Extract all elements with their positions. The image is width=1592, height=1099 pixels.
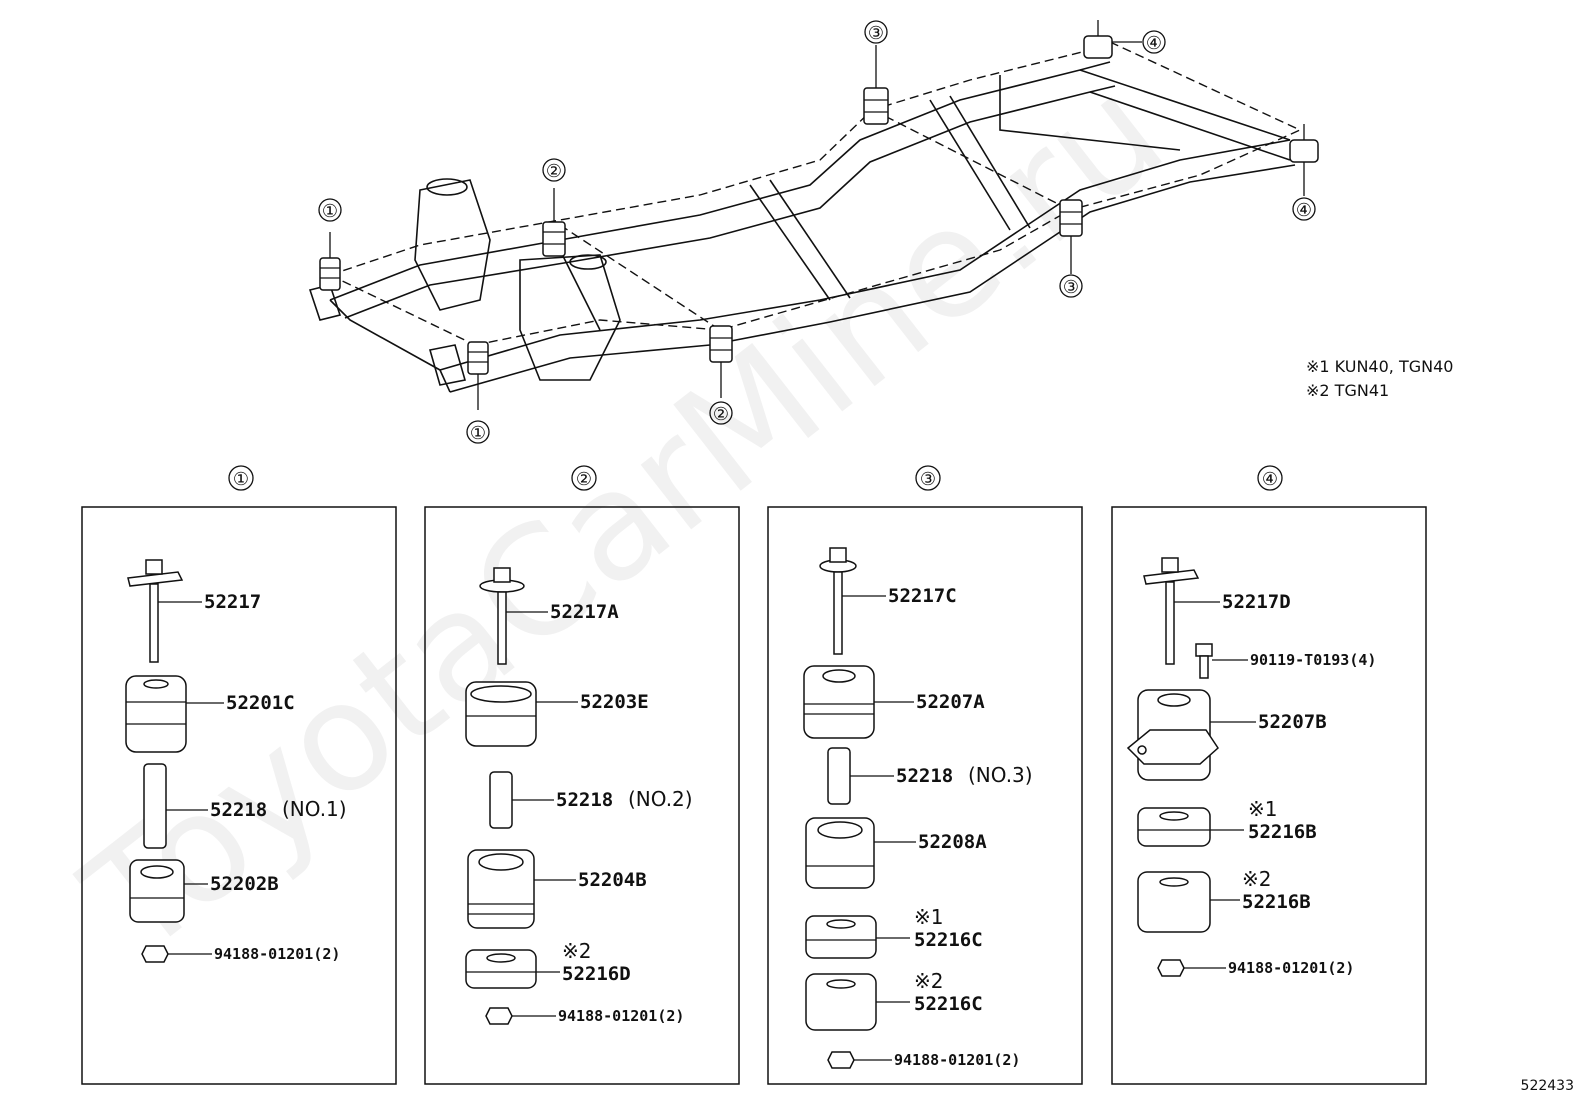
group-2: ② 52217A 52203E 52218 (NO.2) xyxy=(424,465,740,1085)
group-1-title: ① xyxy=(233,469,249,490)
svg-text:①: ① xyxy=(470,423,486,444)
mark-52216C-2: ※2 xyxy=(914,969,943,993)
svg-text:③: ③ xyxy=(868,23,884,44)
frame-mount-1a xyxy=(319,232,341,291)
pn-52216B-2: 52216B xyxy=(1242,891,1311,913)
part-bolt-52217 xyxy=(127,559,184,663)
part-cushion-52207A xyxy=(803,665,875,739)
frame-mount-4a xyxy=(1083,20,1142,59)
frame-mount-2a xyxy=(542,188,566,257)
pn-90119-T0193: 90119-T0193(4) xyxy=(1250,651,1376,669)
frame-callout-3b: ③ xyxy=(1059,274,1083,298)
pn-52218-no1-suffix: (NO.1) xyxy=(282,797,347,821)
group-3: ③ 52217C 52207A 52218 (NO.3) xyxy=(767,465,1083,1085)
frame-mount-1b xyxy=(467,341,489,410)
group-2-box xyxy=(424,506,740,1085)
frame-illustration: ① ① ② ② ③ ③ ④ ④ xyxy=(308,20,1319,444)
mark-52216B-1: ※1 xyxy=(1248,797,1277,821)
frame-callout-1b: ① xyxy=(466,420,490,444)
part-cushion-52201C xyxy=(125,675,187,753)
pn-52207B: 52207B xyxy=(1258,711,1327,733)
part-collar-52218-no3 xyxy=(827,747,851,805)
part-cushion-52202B xyxy=(129,859,185,923)
part-nut-94188-g3 xyxy=(827,1051,855,1069)
part-collar-52218-no2 xyxy=(489,771,513,829)
part-bolt-52217D xyxy=(1143,557,1200,665)
pn-52201C: 52201C xyxy=(226,692,295,714)
frame-callout-1a: ① xyxy=(318,198,342,222)
part-washer-52216B-2 xyxy=(1137,871,1211,933)
pn-52216D: 52216D xyxy=(562,963,631,985)
pn-52218-no1: 52218 xyxy=(210,799,267,821)
pn-52202B: 52202B xyxy=(210,873,279,895)
svg-text:②: ② xyxy=(546,161,562,182)
pn-52216C-2: 52216C xyxy=(914,993,983,1015)
diagram-reference-number: 522433 xyxy=(1521,1078,1574,1094)
mark-52216D: ※2 xyxy=(562,939,591,963)
group-4: ④ 52217D 90119-T0193(4) 52207B xyxy=(1111,465,1427,1085)
pn-52203E: 52203E xyxy=(580,691,649,713)
pn-52217C: 52217C xyxy=(888,585,957,607)
group-1-box xyxy=(81,506,397,1085)
pn-52217A: 52217A xyxy=(550,601,619,623)
part-cushion-52208A xyxy=(805,817,875,889)
part-nut-94188-g2 xyxy=(485,1007,513,1025)
part-washer-52216C-2 xyxy=(805,973,877,1031)
part-bolt-52217C xyxy=(819,547,857,655)
pn-52218-no3: 52218 xyxy=(896,765,953,787)
group-4-box xyxy=(1111,506,1427,1085)
pn-94188-g4: 94188-01201(2) xyxy=(1228,959,1354,977)
group-2-title: ② xyxy=(576,469,592,490)
svg-text:④: ④ xyxy=(1296,200,1312,221)
group-3-box xyxy=(767,506,1083,1085)
part-nut-94188-g4 xyxy=(1157,959,1185,977)
pn-94188-g1: 94188-01201(2) xyxy=(214,945,340,963)
group-4-title: ④ xyxy=(1262,469,1278,490)
pn-52208A: 52208A xyxy=(918,831,987,853)
part-washer-52216D xyxy=(465,949,537,989)
svg-text:③: ③ xyxy=(1063,277,1079,298)
frame-mount-3b xyxy=(1059,199,1083,274)
pn-52217: 52217 xyxy=(204,591,261,613)
mark-52216C-1: ※1 xyxy=(914,905,943,929)
part-washer-52216C-1 xyxy=(805,915,877,959)
part-cushion-52203E xyxy=(465,681,537,747)
pn-52218-no2: 52218 xyxy=(556,789,613,811)
svg-text:①: ① xyxy=(322,201,338,222)
frame-callout-4a: ④ xyxy=(1142,30,1166,54)
pn-52204B: 52204B xyxy=(578,869,647,891)
frame-mount-3a xyxy=(863,45,889,125)
note-1: ※1 KUN40, TGN40 xyxy=(1306,357,1453,376)
mark-52216B-2: ※2 xyxy=(1242,867,1271,891)
pn-52216B-1: 52216B xyxy=(1248,821,1317,843)
part-nut-94188-g1 xyxy=(141,945,169,963)
frame-callout-2b: ② xyxy=(709,401,733,425)
pn-94188-g2: 94188-01201(2) xyxy=(558,1007,684,1025)
part-collar-52218-no1 xyxy=(143,763,167,849)
svg-text:②: ② xyxy=(713,404,729,425)
note-2: ※2 TGN41 xyxy=(1306,381,1389,400)
pn-52207A: 52207A xyxy=(916,691,985,713)
frame-callout-4b: ④ xyxy=(1292,197,1316,221)
part-bolt-90119 xyxy=(1195,643,1213,679)
pn-52218-no2-suffix: (NO.2) xyxy=(628,787,693,811)
part-cushion-52207B xyxy=(1126,689,1219,781)
svg-text:④: ④ xyxy=(1146,33,1162,54)
group-3-title: ③ xyxy=(920,469,936,490)
frame-callout-3a: ③ xyxy=(864,20,888,44)
pn-52218-no3-suffix: (NO.3) xyxy=(968,763,1033,787)
frame-callout-2a: ② xyxy=(542,158,566,182)
frame-mount-4b xyxy=(1289,124,1319,196)
pn-52217D: 52217D xyxy=(1222,591,1291,613)
part-washer-52216B-1 xyxy=(1137,807,1211,847)
pn-94188-g3: 94188-01201(2) xyxy=(894,1051,1020,1069)
group-1: ① 52217 52201C 52218 (NO.1) xyxy=(81,465,397,1085)
part-bolt-52217A xyxy=(479,567,525,665)
part-cushion-52204B xyxy=(467,849,535,929)
frame-mount-2b xyxy=(709,325,733,398)
pn-52216C-1: 52216C xyxy=(914,929,983,951)
